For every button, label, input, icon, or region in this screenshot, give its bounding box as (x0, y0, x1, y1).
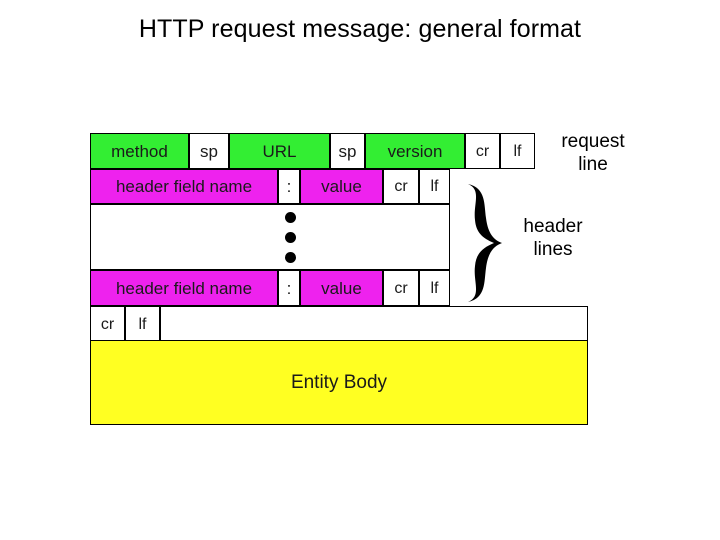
cell-lf-header-1: lf (419, 169, 450, 204)
page-title: HTTP request message: general format (138, 15, 582, 43)
cell-lf-request-line: lf (500, 133, 535, 169)
cell-sp-2: sp (330, 133, 365, 169)
cell-header-field-name-2: header field name (90, 270, 278, 306)
ellipsis-dot-3 (285, 252, 296, 263)
cell-colon-2: : (278, 270, 300, 306)
cell-method: method (90, 133, 189, 169)
cell-header-field-name-1: header field name (90, 169, 278, 204)
cell-cr-header-1: cr (383, 169, 419, 204)
cell-lf-header-2: lf (419, 270, 450, 306)
cell-colon-1: : (278, 169, 300, 204)
cell-version: version (365, 133, 465, 169)
cell-blank-line-remainder (160, 306, 588, 342)
omitted-header-lines-box (90, 204, 450, 270)
cell-entity-body: Entity Body (90, 340, 588, 425)
cell-url: URL (229, 133, 330, 169)
request-line-label: request line (561, 131, 625, 175)
cell-value-1: value (300, 169, 383, 204)
ellipsis-dot-2 (285, 232, 296, 243)
cell-sp-1: sp (189, 133, 229, 169)
header-lines-label: header lines (523, 216, 583, 260)
cell-cr-header-2: cr (383, 270, 419, 306)
cell-cr-request-line: cr (465, 133, 500, 169)
cell-lf-blank-line: lf (125, 306, 160, 342)
cell-value-2: value (300, 270, 383, 306)
right-curly-brace-icon (468, 184, 502, 302)
cell-cr-blank-line: cr (90, 306, 125, 342)
ellipsis-dot-1 (285, 212, 296, 223)
